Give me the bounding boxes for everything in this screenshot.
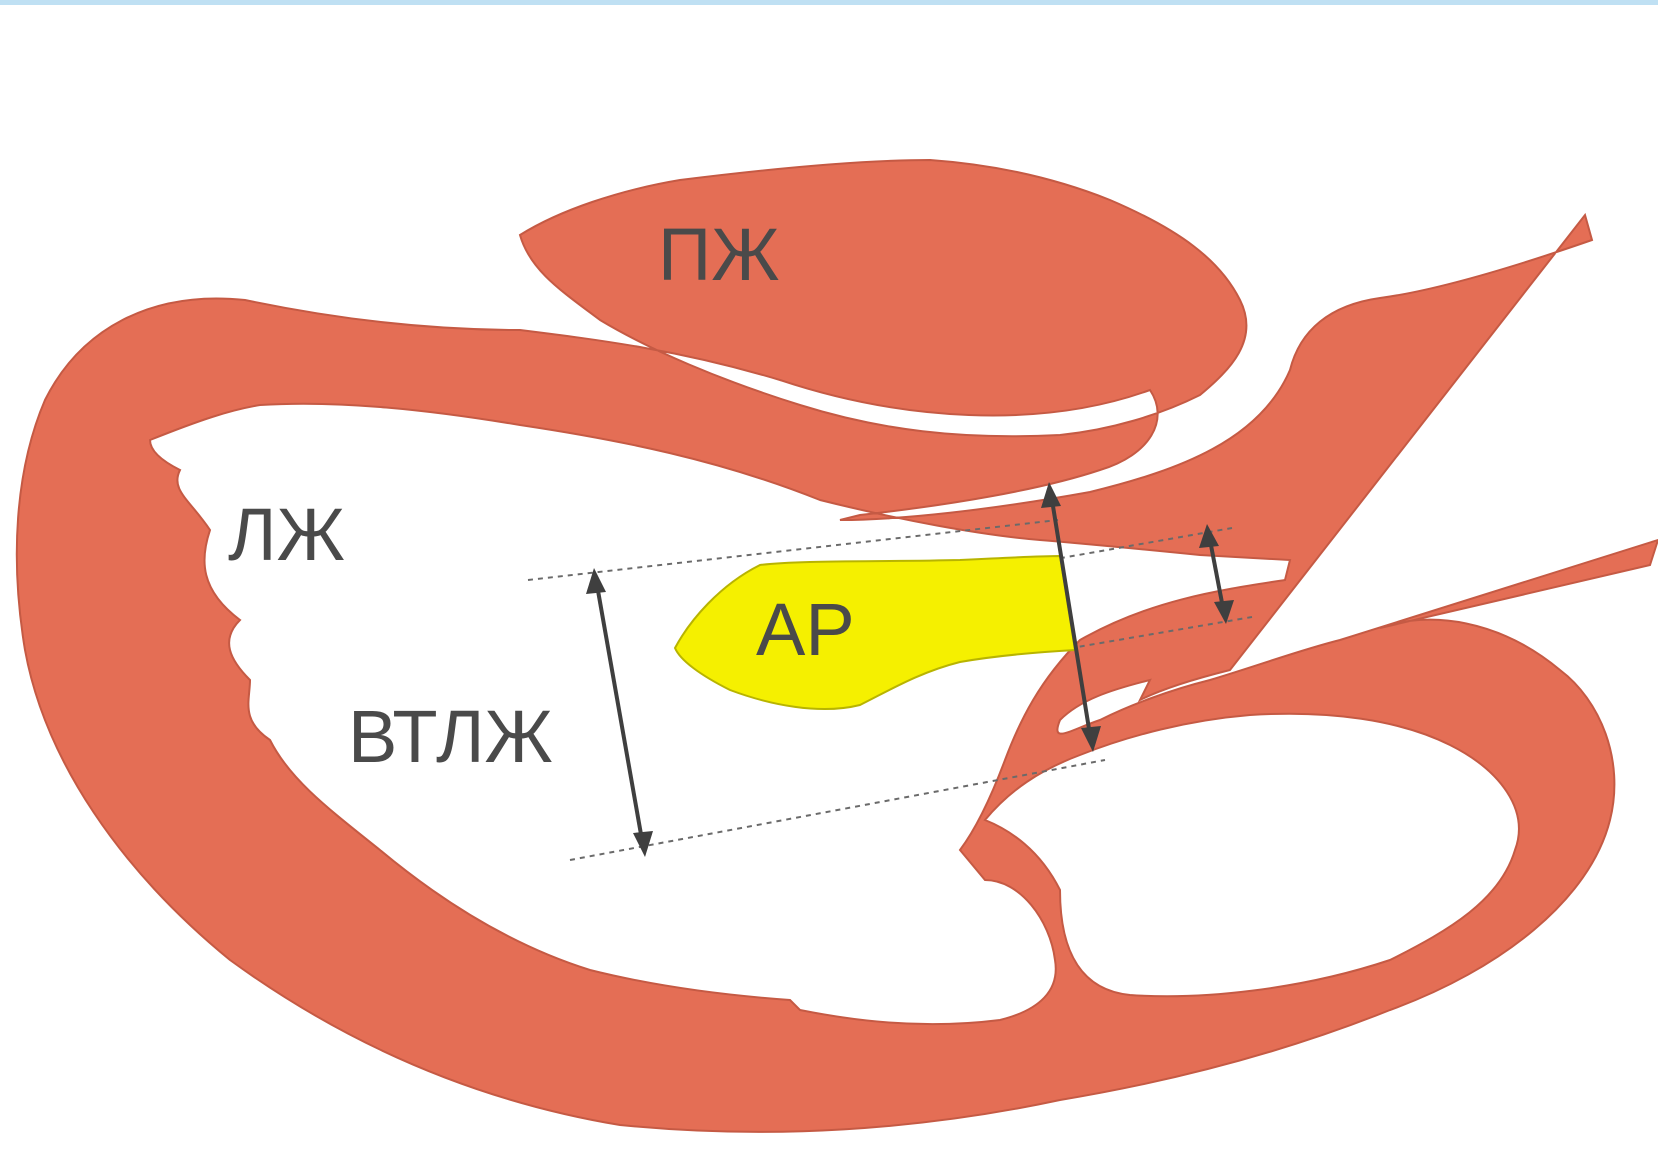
ar-label: АР xyxy=(756,588,855,671)
lv-label: ЛЖ xyxy=(228,493,345,576)
ar-jet xyxy=(675,556,1075,709)
lvot-width-arrow xyxy=(586,568,653,857)
lvot-label: ВТЛЖ xyxy=(348,695,553,778)
rv-label: ПЖ xyxy=(658,213,780,296)
